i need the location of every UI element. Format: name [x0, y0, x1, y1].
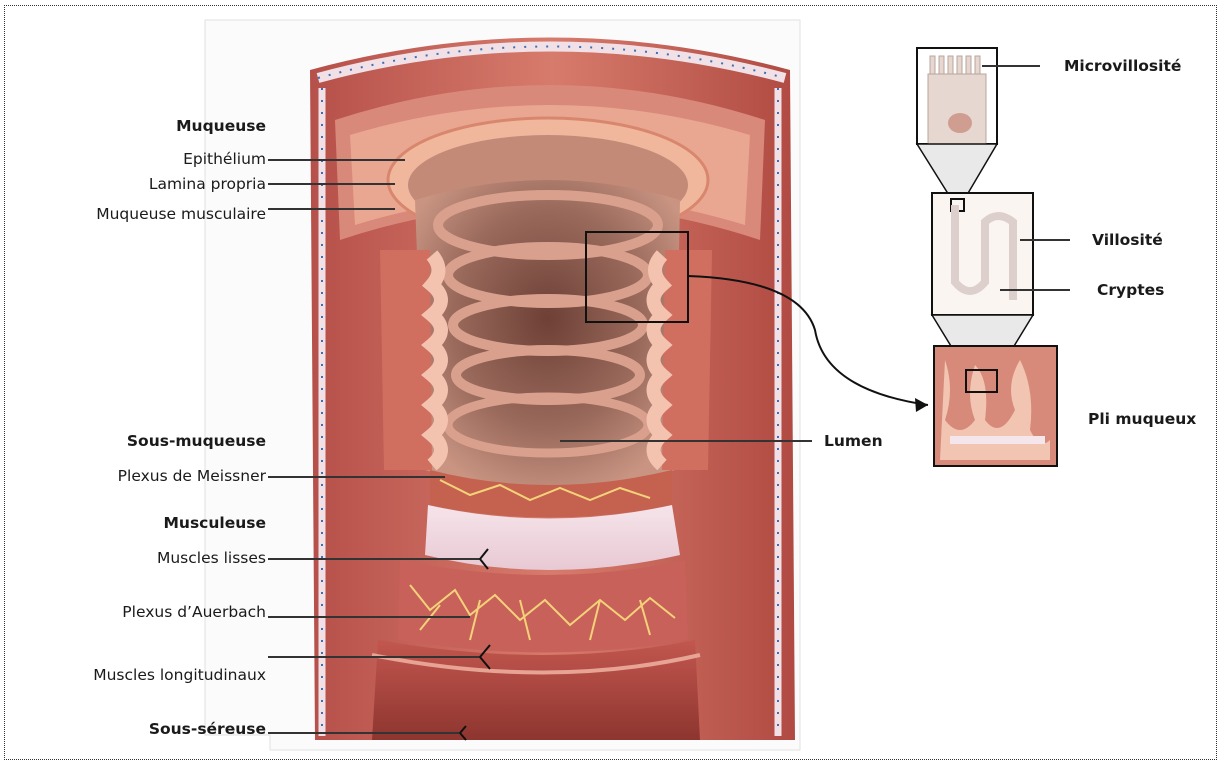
label-muscles-lisses: Muscles lisses	[80, 549, 266, 567]
label-lumen: Lumen	[824, 432, 883, 450]
label-sous-sereuse: Sous-séreuse	[80, 720, 266, 738]
label-lamina-propria: Lamina propria	[60, 175, 266, 193]
label-villosite: Villosité	[1092, 231, 1163, 249]
label-muqueuse-musculaire: Muqueuse musculaire	[30, 205, 266, 223]
label-muscles-longitudinaux: Muscles longitudinaux	[20, 666, 266, 684]
label-sous-muqueuse: Sous-muqueuse	[60, 432, 266, 450]
label-plexus-meissner: Plexus de Meissner	[40, 467, 266, 485]
label-pli-muqueux: Pli muqueux	[1088, 410, 1196, 428]
longitudinal-muscle	[372, 640, 700, 740]
label-epithelium: Epithélium	[100, 150, 266, 168]
label-muqueuse: Muqueuse	[100, 117, 266, 135]
label-microvillosite: Microvillosité	[1064, 57, 1181, 75]
label-musculeuse: Musculeuse	[100, 514, 266, 532]
label-cryptes: Cryptes	[1097, 281, 1164, 299]
label-plexus-auerbach: Plexus d’Auerbach	[60, 603, 266, 621]
